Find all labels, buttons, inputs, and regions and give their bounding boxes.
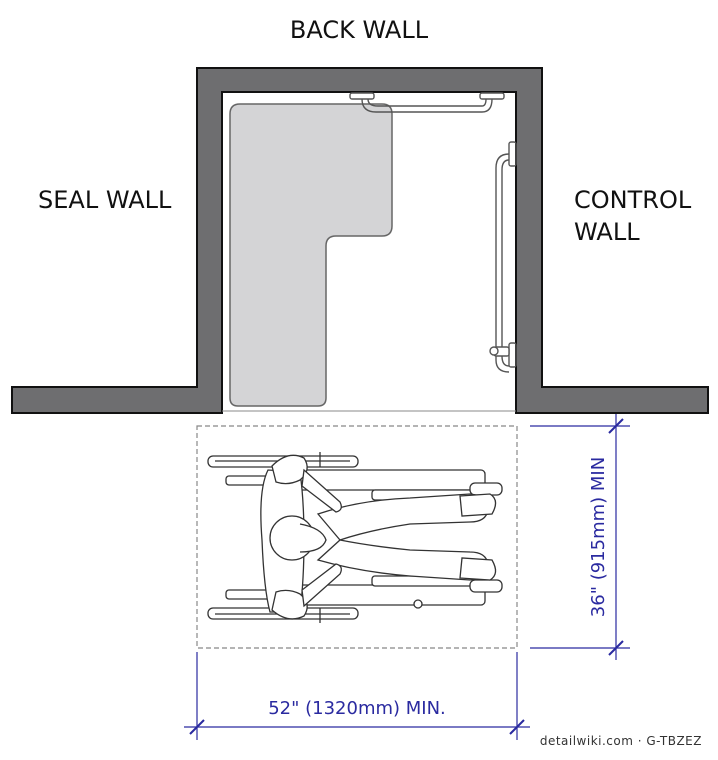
back-wall-label: BACK WALL [290, 16, 429, 44]
shower-seat [229, 103, 393, 407]
depth-dimension-label: 36" (915mm) MIN [588, 457, 609, 617]
width-dimension-label: 52" (1320mm) MIN. [268, 698, 446, 719]
credit-text: detailwiki.com · G-TBZEZ [540, 734, 702, 748]
back-grab-bar [349, 92, 505, 113]
width-dimension [184, 652, 530, 740]
control-wall-label-line1: CONTROL [574, 186, 692, 214]
seal-wall-label: SEAL WALL [38, 186, 172, 214]
wheelchair-user-figure [207, 452, 503, 623]
clear-floor-space [196, 425, 518, 649]
side-grab-bar [495, 141, 517, 373]
depth-dimension [530, 414, 630, 660]
hand-shower-icon [489, 346, 510, 357]
control-wall-label-line2: WALL [574, 218, 640, 246]
shower-walls [11, 67, 709, 414]
